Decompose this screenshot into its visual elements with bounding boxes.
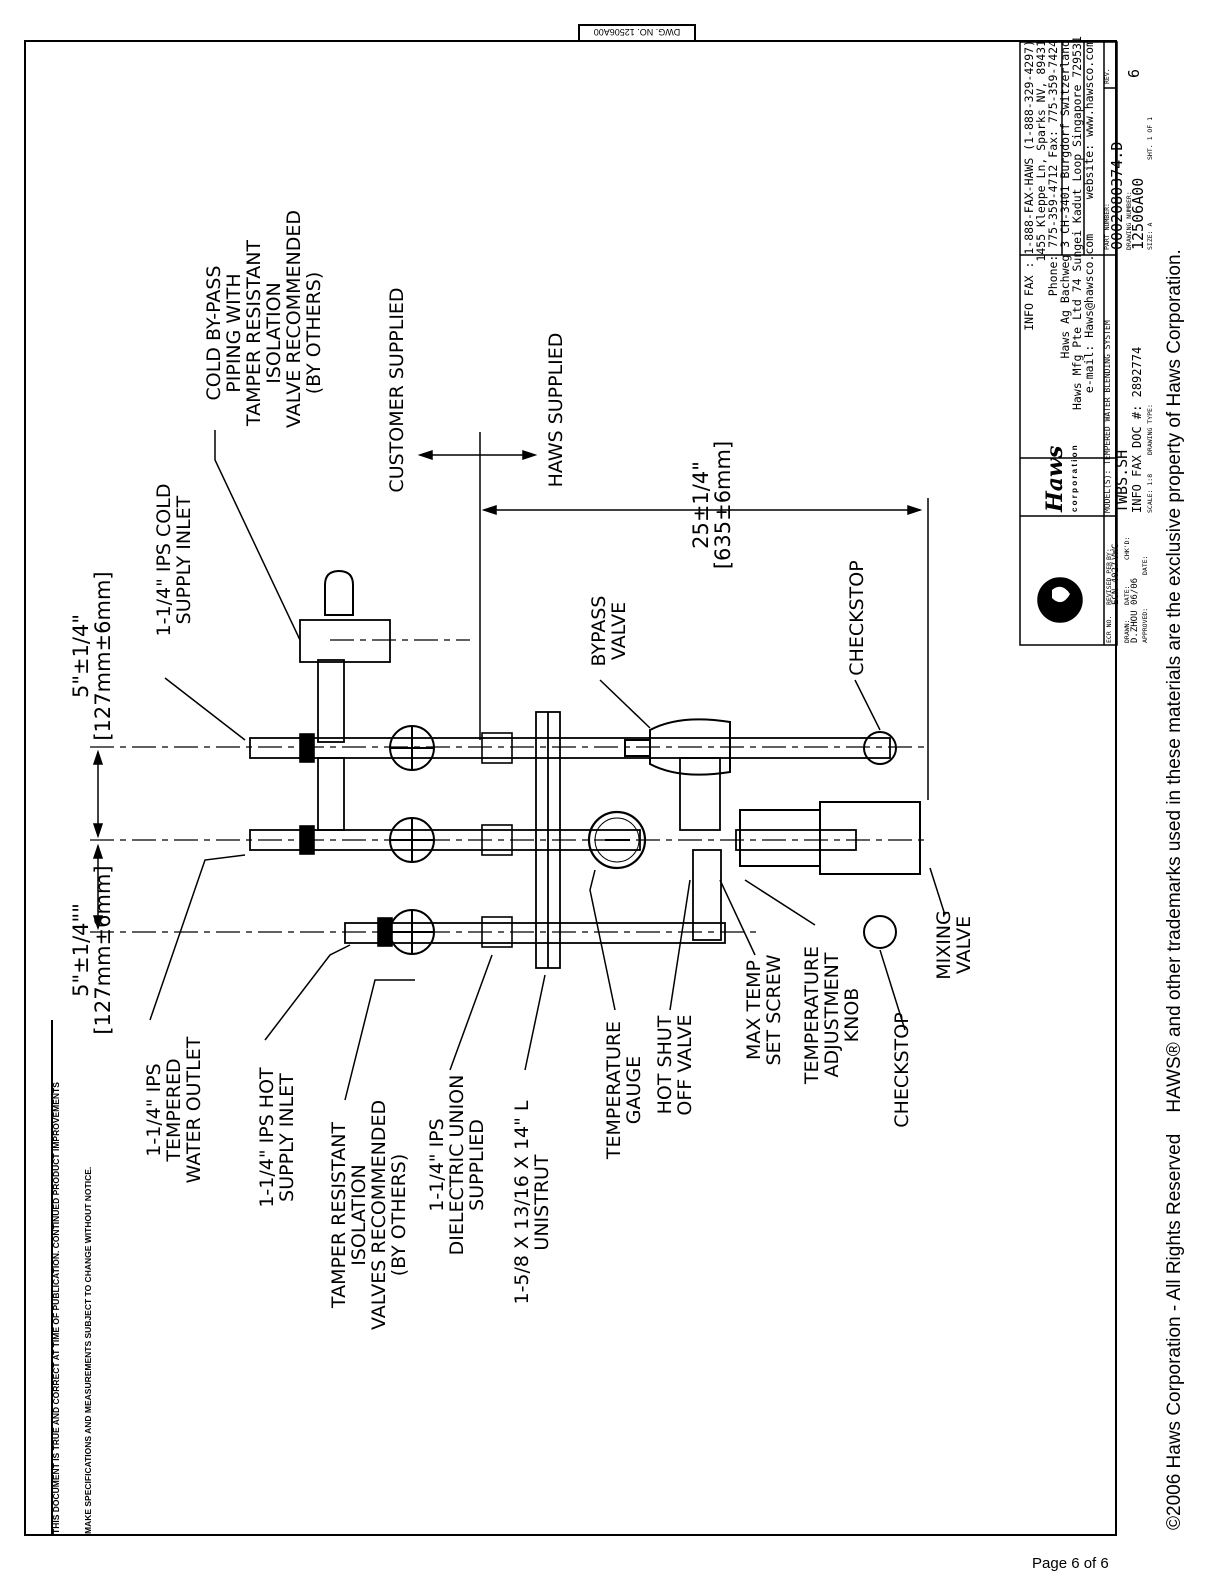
- callout-temperature-adjustment-knob: TEMPERATURE ADJUSTMENT KNOB: [801, 945, 863, 1085]
- pipes: [249, 619, 891, 944]
- by-value: VWC: [1111, 543, 1121, 560]
- leader-lines: [149, 430, 946, 1101]
- title-block-contact: INFO FAX : 1-888-FAX-HAWS (1-888-329-429…: [1022, 36, 1097, 410]
- drawing-number-tab: DWG. NO. 12506A00: [578, 24, 696, 41]
- callout-cold-supply-inlet: 1-1/4" IPS COLD SUPPLY INLET: [153, 483, 195, 637]
- page-number: Page 6 of 6: [1032, 1555, 1109, 1572]
- callout-dielectric-union: 1-1/4" IPS DIELECTRIC UNION SUPPLIED: [426, 1074, 488, 1256]
- revision-number: 6: [1125, 68, 1143, 78]
- drawing-border: [24, 40, 1117, 1536]
- callout-checkstop-lower: CHECKSTOP: [891, 1012, 913, 1128]
- callout-hot-shutoff-valve: HOT SHUT OFF VALVE: [654, 1014, 696, 1116]
- dim-left-spacing: 5"±1/4"" [127mm±6mm]: [69, 865, 116, 1035]
- date2-label: DATE:: [1141, 555, 1149, 575]
- temperature-gauge: [587, 810, 647, 870]
- chkd-label: CHK'D:: [1123, 536, 1131, 560]
- rev-label: REV.: [1103, 68, 1111, 84]
- date-value: 06/06: [1130, 577, 1140, 605]
- copyright-notice: ©2006 Haws Corporation - All Rights Rese…: [1164, 249, 1185, 1530]
- pipe-centerlines: [90, 639, 930, 933]
- scale-label: SCALE: 1:8: [1146, 473, 1154, 513]
- callout-unistrut: 1-5/8 X 13/16 X 14" L UNISTRUT: [511, 1100, 553, 1305]
- haws-supplied-label: HAWS SUPPLIED: [545, 332, 567, 488]
- size-label: SIZE: A: [1146, 222, 1154, 250]
- dimension-lines: [92, 432, 929, 931]
- haws-logo-text: Haws: [1042, 445, 1068, 512]
- notice-line-1: THIS DOCUMENT IS TRUE AND CORRECT AT TIM…: [51, 1082, 62, 1534]
- callout-tamper-valves: TAMPER RESISTANT ISOLATION VALVES RECOMM…: [328, 1099, 410, 1330]
- callout-cold-bypass-piping: COLD BY-PASS PIPING WITH TAMPER RESISTAN…: [203, 209, 325, 428]
- callout-bypass-valve: BYPASS VALVE: [588, 595, 630, 667]
- notice-line-2: MAKE SPECIFICATIONS AND MEASUREMENTS SUB…: [83, 1166, 94, 1534]
- ecr-no-label: ECR NO.: [1105, 615, 1113, 643]
- approved-label: APPROVED:: [1141, 607, 1149, 643]
- models-label: MODEL(S): TEMPERED WATER BLENDING SYSTEM: [1103, 320, 1112, 513]
- sheet-label: SHT. 1 OF 1: [1146, 116, 1154, 160]
- unistrut: [535, 711, 561, 969]
- gate-valves: [324, 569, 435, 955]
- unions: [299, 732, 513, 948]
- dim-top-spacing: 5"±1/4" [127mm±6mm]: [69, 571, 116, 741]
- callout-max-temp-set-screw: MAX TEMP SET SCREW: [743, 954, 785, 1066]
- bypass-valve: [624, 718, 731, 776]
- revised-per-value: ECN-4027: [1111, 561, 1121, 605]
- callout-mixing-valve: MIXING VALVE: [933, 910, 975, 980]
- callout-checkstop-upper: CHECKSTOP: [846, 560, 868, 676]
- mixing-valve: [739, 731, 921, 949]
- customer-supplied-label: CUSTOMER SUPPLIED: [386, 287, 408, 493]
- dim-vertical: 25±1/4" [635±6mm]: [689, 440, 736, 570]
- drawing-type-label: DRAWING TYPE:: [1146, 404, 1154, 455]
- model-name: TWBS.SH: [1113, 449, 1131, 513]
- drawn-value: D.ZHOU: [1130, 610, 1140, 643]
- notice-text: THIS DOCUMENT IS TRUE AND CORRECT AT TIM…: [30, 1014, 104, 1534]
- callout-temperature-gauge: TEMPERATURE GAUGE: [603, 1020, 645, 1160]
- title-block: [1019, 41, 1118, 646]
- callout-hot-inlet: 1-1/4" IPS HOT SUPPLY INLET: [256, 1067, 298, 1208]
- callout-tempered-outlet: 1-1/4" IPS TEMPERED WATER OUTLET: [143, 1036, 205, 1184]
- drawing-number: 12506A00: [1129, 177, 1147, 250]
- part-number: 0002080374.D: [1108, 141, 1126, 250]
- info-fax-doc: INFO FAX DOC #: 2892774: [1130, 346, 1144, 513]
- haws-logo-subtitle: c o r p o r a t i o n: [1070, 445, 1079, 512]
